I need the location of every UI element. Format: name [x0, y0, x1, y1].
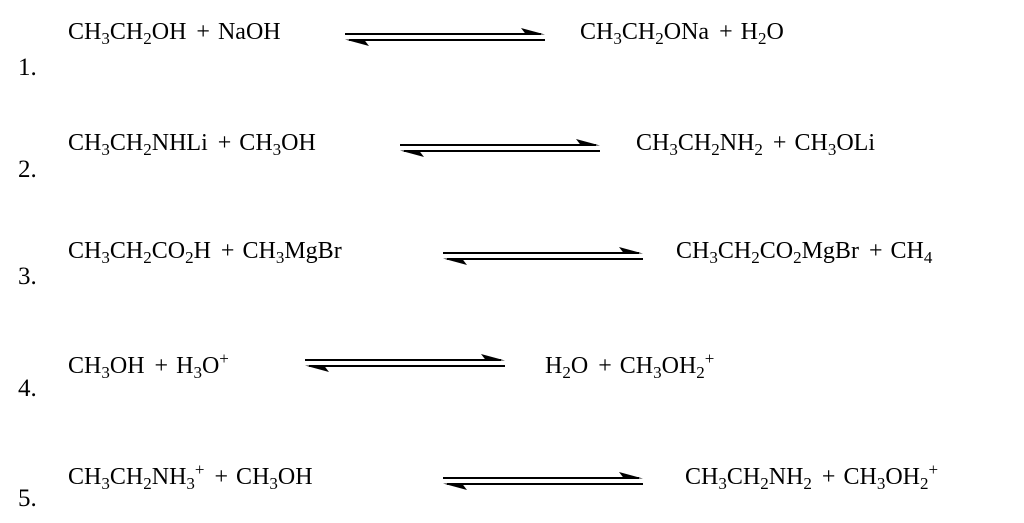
products: CH3CH2CO2MgBr + CH4 [676, 238, 933, 267]
reactants: CH3CH2CO2H + CH3MgBr [68, 238, 342, 267]
reaction-number: 2. [18, 156, 37, 183]
products: CH3CH2NH2 + CH3OLi [636, 130, 875, 159]
chemical-species: CH3OH [68, 353, 145, 382]
plus-sign: + [821, 464, 836, 490]
chemical-species: H2O [545, 353, 589, 382]
chemical-species: CH3OH [239, 130, 316, 159]
plus-sign: + [154, 353, 169, 379]
reactants: CH3OH + H3O+ [68, 349, 229, 382]
equilibrium-arrow-icon [345, 28, 545, 46]
plus-sign: + [868, 238, 883, 264]
chemical-species: CH3CH2NHLi [68, 130, 208, 159]
plus-sign: + [196, 19, 210, 45]
plus-sign: + [214, 464, 229, 490]
plus-sign: + [217, 130, 232, 156]
chemical-species: CH3CH2CO2MgBr [676, 238, 859, 267]
reactants: CH3CH2OH + NaOH [68, 19, 281, 48]
chemical-species: CH3OH2+ [619, 349, 715, 382]
chemical-species: CH3OH [236, 464, 313, 493]
plus-sign: + [220, 238, 235, 264]
reaction-number: 1. [18, 54, 37, 81]
chemical-species: CH3MgBr [242, 238, 342, 267]
chemical-species: CH3CH2NH2 [636, 130, 763, 159]
reaction-number: 4. [18, 375, 37, 402]
plus-sign: + [598, 353, 612, 379]
chemical-species: CH3CH2NH2 [685, 464, 812, 493]
plus-sign: + [719, 19, 733, 45]
equilibrium-arrow-icon [400, 139, 600, 157]
equilibrium-arrow-icon [305, 354, 505, 372]
chemical-species: CH3OLi [794, 130, 875, 159]
equilibrium-arrow-icon [443, 472, 643, 490]
reaction-number: 3. [18, 263, 37, 290]
chemical-species: CH3CH2CO2H [68, 238, 211, 267]
products: CH3CH2ONa + H2O [580, 19, 784, 48]
plus-sign: + [772, 130, 787, 156]
products: H2O + CH3OH2+ [545, 349, 715, 382]
reactants: CH3CH2NH3+ + CH3OH [68, 460, 313, 493]
chemical-species: CH3CH2NH3+ [68, 460, 205, 493]
chemical-species: CH3CH2OH [68, 19, 187, 48]
reactants: CH3CH2NHLi + CH3OH [68, 130, 316, 159]
chemical-species: H3O+ [176, 349, 229, 382]
chemical-species: CH3OH2+ [843, 460, 939, 493]
products: CH3CH2NH2 + CH3OH2+ [685, 460, 939, 493]
chemical-species: CH3CH2ONa [580, 19, 710, 48]
equilibrium-arrow-icon [443, 247, 643, 265]
chemical-species: H2O [740, 19, 784, 48]
chemical-species: NaOH [217, 19, 281, 45]
reaction-number: 5. [18, 485, 37, 512]
chemical-species: CH4 [890, 238, 933, 267]
